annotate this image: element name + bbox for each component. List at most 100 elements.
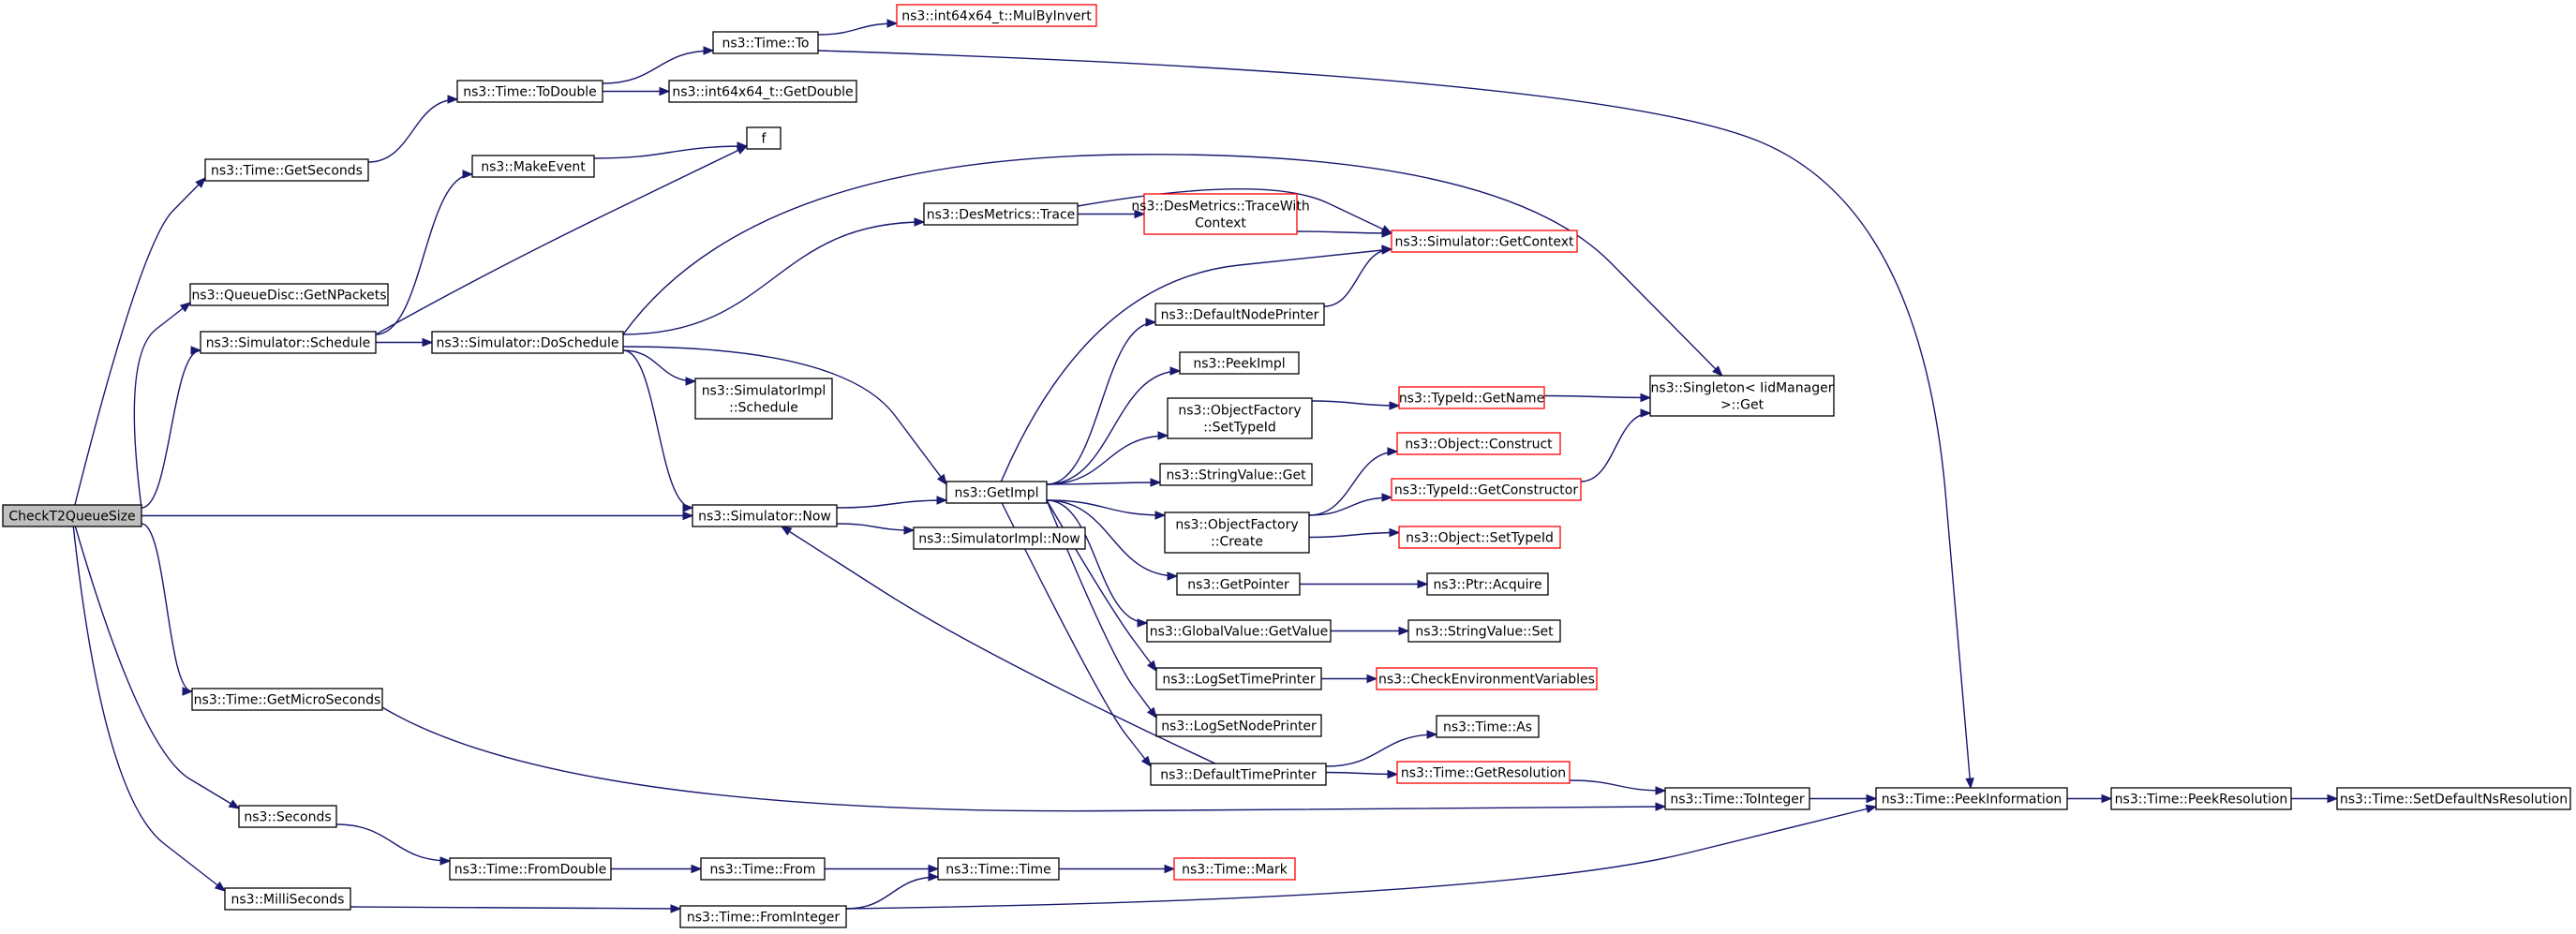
- node-box: [224, 887, 351, 911]
- node-label: ns3::CheckEnvironmentVariables: [1378, 673, 1595, 688]
- edge-root-to-get_micro: [141, 523, 193, 692]
- node-label: ns3::TypeId::GetName: [1399, 392, 1544, 407]
- node-default-node-printer[interactable]: ns3::DefaultNodePrinter: [1154, 303, 1325, 326]
- node-time-mark[interactable]: ns3::Time::Mark: [1173, 857, 1296, 881]
- node-gv-getvalue[interactable]: ns3::GlobalValue::GetValue: [1146, 619, 1332, 643]
- edge-get_impl-to-stringvalue_get: [1046, 482, 1161, 485]
- node-getdouble[interactable]: ns3::int64x64_t::GetDouble: [668, 80, 857, 103]
- node-object-settypeid[interactable]: ns3::Object::SetTypeId: [1398, 526, 1561, 549]
- node-ptr-acquire[interactable]: ns3::Ptr::Acquire: [1426, 572, 1549, 596]
- node-f[interactable]: f: [746, 126, 782, 150]
- edge-do_schedule-to-simimpl_schedule: [622, 349, 696, 382]
- edge-des_trace_ctx-to-get_context: [1296, 230, 1392, 234]
- node-simimpl-now[interactable]: ns3::SimulatorImpl::Now: [913, 526, 1086, 550]
- edge-get_impl-to-default_node_printer: [1046, 321, 1156, 485]
- node-box: [1407, 619, 1561, 643]
- node-mulbyinvert[interactable]: ns3::int64x64_t::MulByInvert: [896, 4, 1097, 27]
- node-log-setnodeprinter[interactable]: ns3::LogSetNodePrinter: [1155, 714, 1322, 737]
- edge-do_schedule-to-des_trace: [622, 221, 925, 335]
- node-of-settypeid[interactable]: ns3::ObjectFactory::SetTypeId: [1167, 397, 1313, 439]
- node-label: ns3::DesMetrics::Trace: [927, 208, 1076, 223]
- node-typeid-getctor[interactable]: ns3::TypeId::GetConstructor: [1391, 478, 1582, 501]
- node-object-construct[interactable]: ns3::Object::Construct: [1396, 432, 1561, 455]
- node-check-env[interactable]: ns3::CheckEnvironmentVariables: [1376, 667, 1598, 690]
- arrowhead-get_context: [1381, 245, 1393, 254]
- node-simimpl-schedule[interactable]: ns3::SimulatorImpl::Schedule: [694, 378, 833, 420]
- edge-root-to-get_seconds: [74, 177, 206, 506]
- edge-schedule-to-make_event: [375, 173, 473, 335]
- arrowhead-time_tointeger: [1655, 802, 1667, 811]
- node-get-pointer[interactable]: ns3::GetPointer: [1176, 572, 1301, 596]
- node-milli[interactable]: ns3::MilliSeconds: [224, 887, 351, 911]
- edge-time_to-to-mulbyinvert: [817, 22, 898, 36]
- node-label: ns3::StringValue::Get: [1166, 468, 1306, 483]
- node-time-from[interactable]: ns3::Time::From: [700, 857, 826, 881]
- node-of-create[interactable]: ns3::ObjectFactory::Create: [1164, 511, 1310, 554]
- edge-sim_now-to-simimpl_now: [836, 523, 915, 531]
- arrowhead-sim_now: [780, 526, 793, 536]
- node-time-tointeger[interactable]: ns3::Time::ToInteger: [1664, 787, 1810, 810]
- node-box: [679, 905, 847, 928]
- edge-get_impl-to-peek_impl: [1046, 370, 1181, 485]
- node-label: ns3::Time::GetSeconds: [211, 164, 363, 179]
- node-get-micro[interactable]: ns3::Time::GetMicroSeconds: [191, 688, 383, 711]
- node-time-time[interactable]: ns3::Time::Time: [937, 857, 1060, 881]
- node-box: [1146, 619, 1332, 643]
- node-get-impl[interactable]: ns3::GetImpl: [946, 481, 1048, 504]
- node-box: [946, 481, 1048, 504]
- node-do-schedule[interactable]: ns3::Simulator::DoSchedule: [431, 331, 624, 354]
- node-peek-resolution[interactable]: ns3::Time::PeekResolution: [2110, 787, 2292, 810]
- node-to-double[interactable]: ns3::Time::ToDouble: [456, 80, 603, 103]
- node-make-event[interactable]: ns3::MakeEvent: [471, 155, 595, 178]
- node-label: ns3::Object::SetTypeId: [1406, 531, 1554, 546]
- node-box: [431, 331, 624, 354]
- node-root[interactable]: CheckT2QueueSize: [2, 504, 142, 527]
- node-schedule[interactable]: ns3::Simulator::Schedule: [200, 331, 377, 354]
- node-stringvalue-set[interactable]: ns3::StringValue::Set: [1407, 619, 1561, 643]
- edge-root-to-schedule: [141, 349, 201, 509]
- node-from-double[interactable]: ns3::Time::FromDouble: [449, 857, 612, 881]
- node-label: ns3::TypeId::GetConstructor: [1394, 483, 1578, 498]
- node-label: ns3::Time::From: [710, 863, 816, 878]
- node-label: >::Get: [1720, 398, 1764, 413]
- arrowhead-peek_information: [1965, 778, 1974, 790]
- arrowhead-time_from: [691, 864, 703, 874]
- arrowhead-mulbyinvert: [886, 19, 899, 28]
- arrowhead-time_time: [928, 872, 940, 882]
- node-label: ns3::DefaultTimePrinter: [1160, 768, 1317, 783]
- node-label: ns3::Time::SetDefaultNsResolution: [2340, 793, 2568, 808]
- node-label: ns3::GetPointer: [1187, 578, 1289, 593]
- node-peek-information[interactable]: ns3::Time::PeekInformation: [1875, 787, 2068, 810]
- node-time-as[interactable]: ns3::Time::As: [1436, 715, 1540, 738]
- node-box: [694, 378, 833, 420]
- node-get-seconds[interactable]: ns3::Time::GetSeconds: [204, 158, 369, 182]
- node-box: [1436, 715, 1540, 738]
- node-default-time-printer[interactable]: ns3::DefaultTimePrinter: [1150, 763, 1327, 786]
- arrowhead-peek_information: [1866, 793, 1878, 804]
- arrowhead-gv_getvalue: [1137, 618, 1149, 628]
- arrowhead-ptr_acquire: [1417, 579, 1429, 589]
- node-time-to[interactable]: ns3::Time::To: [712, 31, 819, 54]
- node-get-npackets[interactable]: ns3::QueueDisc::GetNPackets: [189, 283, 389, 306]
- edge-get_impl-to-get_context: [1000, 248, 1392, 482]
- node-label: ns3::SimulatorImpl: [702, 384, 826, 399]
- node-box: [746, 126, 782, 150]
- node-des-trace[interactable]: ns3::DesMetrics::Trace: [923, 202, 1079, 226]
- node-singleton-get[interactable]: ns3::Singleton< IidManager >::Get: [1649, 375, 1835, 417]
- node-peek-impl[interactable]: ns3::PeekImpl: [1179, 351, 1300, 375]
- node-sim-now[interactable]: ns3::Simulator::Now: [692, 504, 838, 527]
- node-typeid-getname[interactable]: ns3::TypeId::GetName: [1398, 386, 1545, 409]
- node-stringvalue-get[interactable]: ns3::StringValue::Get: [1159, 463, 1313, 486]
- node-seconds[interactable]: ns3::Seconds: [238, 805, 337, 828]
- node-from-integer[interactable]: ns3::Time::FromInteger: [679, 905, 847, 928]
- node-label: ns3::Simulator::DoSchedule: [437, 336, 619, 351]
- arrowhead-peek_impl: [1169, 366, 1182, 376]
- node-get-context[interactable]: ns3::Simulator::GetContext: [1391, 230, 1578, 253]
- arrowhead-get_micro: [182, 687, 194, 696]
- node-label: ns3::Time::Mark: [1182, 863, 1288, 878]
- node-log-settimeprinter[interactable]: ns3::LogSetTimePrinter: [1155, 667, 1322, 690]
- node-time-getresolution[interactable]: ns3::Time::GetResolution: [1396, 761, 1571, 784]
- arrowhead-time_tointeger: [1655, 786, 1667, 795]
- node-set-default-ns[interactable]: ns3::Time::SetDefaultNsResolution: [2336, 787, 2571, 810]
